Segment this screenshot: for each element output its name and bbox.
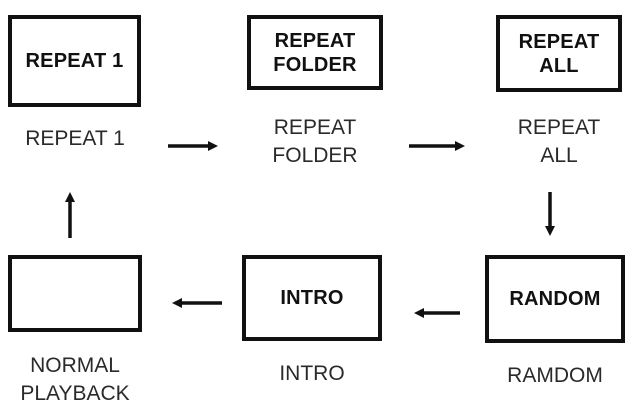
repeat-all-caption: REPEAT ALL [517, 116, 601, 167]
random-display-label: RANDOM [509, 288, 601, 310]
repeat-folder-display-label: REPEAT FOLDER [273, 29, 357, 76]
repeat-folder-display: REPEAT FOLDER [247, 15, 383, 90]
random-display: RANDOM [485, 255, 625, 343]
repeat-folder-caption: REPEAT FOLDER [272, 116, 358, 167]
repeat-1-display-label: REPEAT 1 [25, 50, 124, 72]
normal-playback-display [8, 255, 142, 332]
normal-playback-caption: NORMAL PLAYBACK [20, 354, 130, 405]
intro-caption: INTRO [279, 362, 345, 385]
repeat-all-display-label: REPEAT ALL [518, 30, 600, 77]
repeat-all-display: REPEAT ALL [496, 15, 622, 92]
repeat-1-display: REPEAT 1 [8, 15, 141, 107]
intro-display-label: INTRO [280, 287, 344, 309]
intro-display: INTRO [242, 255, 382, 341]
random-caption: RAMDOM [507, 364, 603, 387]
repeat-1-caption: REPEAT 1 [25, 127, 125, 150]
